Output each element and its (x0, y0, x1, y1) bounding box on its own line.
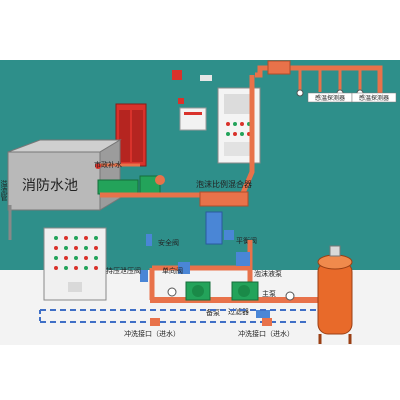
pressure-relief-valve-label: 持压泄压阀 (106, 266, 141, 275)
alarm-button-icon (172, 70, 182, 80)
wall-sign (200, 75, 212, 81)
fire-cabinet-door-left (119, 110, 130, 162)
flush-inlet-left-icon (150, 318, 160, 326)
alarm-bell-icon (178, 98, 184, 104)
control-panel-screen (224, 94, 254, 114)
check-valve-label: 单向阀 (162, 266, 183, 275)
foam-pump-icon (236, 252, 250, 266)
flush-inlet-right-icon (262, 318, 272, 326)
check-valve-icon (178, 262, 190, 274)
detector-right-tag (351, 92, 397, 103)
pressure-tank (317, 261, 353, 335)
pressure-gauge-icon (167, 287, 177, 297)
filter-label: 过滤器 (228, 307, 249, 316)
pressure-tank-top (317, 254, 353, 270)
city-water-label: 市政补水 (94, 160, 122, 169)
foam-mixer (199, 191, 249, 207)
alarm-panel (179, 107, 207, 131)
cabinet-main-switch (68, 282, 82, 292)
sprinkler-head-icon (296, 89, 304, 97)
fire-cabinet-door-right (132, 110, 143, 162)
sprinkler-valve (267, 60, 291, 75)
main-pump-label: 主泵 (262, 289, 276, 298)
tank-side (99, 139, 121, 211)
standby-pump-impeller-icon (192, 285, 204, 297)
safety-valve-label: 安全阀 (158, 238, 179, 247)
pressure-gauge-icon (285, 291, 295, 301)
control-panel-switches (224, 142, 254, 156)
standby-pump-label: 备泵 (206, 308, 220, 317)
mixer-valve-group (205, 211, 223, 245)
main-pump-impeller-icon (238, 285, 250, 297)
flush-inlet-right-label: 冲洗接口（进水） (238, 329, 294, 338)
overflow-pipe-label: 溢流管 (0, 179, 8, 202)
filter-icon (256, 310, 270, 318)
electrical-cabinet-indicators (54, 236, 98, 270)
water-tank (7, 151, 101, 211)
sprinkler-main-pipe (255, 65, 383, 95)
balance-valve-label: 平衡阀 (236, 236, 257, 245)
alarm-panel-indicator (184, 112, 202, 115)
suction-valve-icon (155, 175, 165, 185)
balance-valve-icon (224, 230, 234, 240)
pressure-relief-valve-icon (140, 270, 148, 282)
foam-mixer-label: 泡沫比例混合器 (196, 179, 252, 189)
flush-inlet-left-label: 冲洗接口（进水） (124, 329, 180, 338)
safety-valve-icon (146, 234, 152, 246)
riser-pipe (237, 75, 255, 201)
suction-pump-1 (97, 179, 139, 195)
foam-pump-label: 泡沫液泵 (254, 269, 282, 278)
tank-label: 消防水池 (22, 178, 78, 194)
pressure-tank-valve (329, 245, 341, 257)
detector-right-label: 感温探测器 (359, 94, 389, 102)
detector-left-label: 感温探测器 (315, 94, 345, 102)
bottom-margin (0, 345, 400, 400)
city-water-valve-icon (95, 163, 101, 169)
